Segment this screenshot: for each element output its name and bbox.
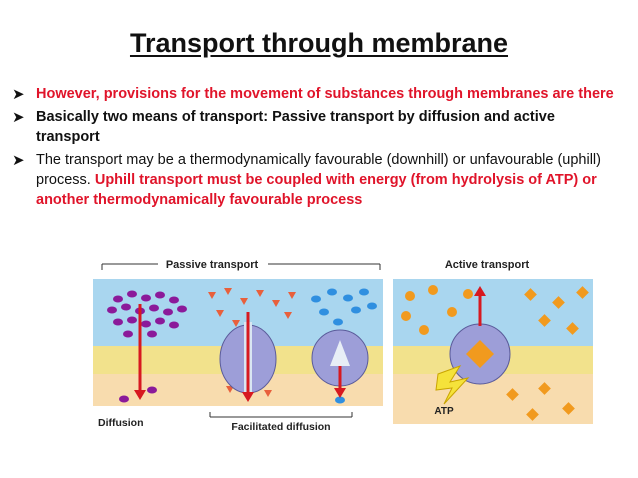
bullet-list: ➤ However, provisions for the movement o… xyxy=(10,84,620,213)
facilitated-diffusion-label: Facilitated diffusion xyxy=(231,421,330,433)
diffusion-molecules xyxy=(107,290,187,403)
purple-molecule xyxy=(155,291,165,299)
purple-molecule xyxy=(107,306,117,314)
purple-molecule xyxy=(141,320,151,328)
purple-molecule xyxy=(147,386,157,394)
arrow-bullet-icon: ➤ xyxy=(12,152,25,169)
purple-molecule xyxy=(127,290,137,298)
blue-molecule xyxy=(351,306,361,314)
purple-molecule xyxy=(127,316,137,324)
diffusion-arrowhead-icon xyxy=(134,390,146,400)
bullet-item: ➤ Basically two means of transport: Pass… xyxy=(10,107,620,147)
blue-molecule xyxy=(335,396,345,404)
diffusion-label: Diffusion xyxy=(98,417,144,429)
orange-molecule xyxy=(401,311,411,321)
red-triangle-molecule xyxy=(232,320,240,327)
carrier-molecules xyxy=(311,288,377,404)
purple-molecule xyxy=(155,317,165,325)
slide-title: Transport through membrane xyxy=(129,28,509,58)
blue-molecule xyxy=(327,288,337,296)
blue-molecule xyxy=(333,318,343,326)
purple-molecule xyxy=(149,304,159,312)
purple-molecule xyxy=(163,308,173,316)
purple-molecule xyxy=(147,330,157,338)
atp-label: ATP xyxy=(434,406,454,417)
orange-molecule xyxy=(428,285,438,295)
purple-molecule xyxy=(177,305,187,313)
purple-molecule xyxy=(141,294,151,302)
carrier-binding-site xyxy=(330,340,350,366)
blue-molecule xyxy=(359,288,369,296)
orange-molecule xyxy=(405,291,415,301)
orange-molecule xyxy=(463,289,473,299)
channel-arrowhead-icon xyxy=(242,392,254,402)
blue-molecule xyxy=(343,294,353,302)
red-triangle-molecule xyxy=(226,386,234,393)
orange-molecule xyxy=(447,307,457,317)
blue-molecule xyxy=(311,295,321,303)
cytoplasm-region xyxy=(393,374,593,424)
red-triangle-molecule xyxy=(208,292,216,299)
transport-diagram: Passive transport Active transport xyxy=(93,259,593,433)
passive-transport-heading: Passive transport xyxy=(166,259,259,271)
red-triangle-molecule xyxy=(264,390,272,397)
carrier-arrowhead-icon xyxy=(334,388,346,398)
bullet-text: However, provisions for the movement of … xyxy=(36,86,614,102)
purple-molecule xyxy=(113,295,123,303)
red-triangle-molecule xyxy=(272,300,280,307)
red-triangle-molecule xyxy=(240,298,248,305)
purple-molecule xyxy=(121,303,131,311)
arrow-bullet-icon: ➤ xyxy=(12,86,25,103)
red-triangle-molecule xyxy=(224,288,232,295)
blue-molecule xyxy=(367,302,377,310)
active-transport-heading: Active transport xyxy=(445,259,530,271)
red-triangle-molecule xyxy=(284,312,292,319)
purple-molecule xyxy=(113,318,123,326)
bullet-item: ➤ The transport may be a thermodynamical… xyxy=(10,150,620,210)
purple-molecule xyxy=(169,321,179,329)
bullet-item: ➤ However, provisions for the movement o… xyxy=(10,84,620,104)
arrow-bullet-icon: ➤ xyxy=(12,109,25,126)
bullet-text-highlight: Uphill transport must be coupled with en… xyxy=(36,172,597,208)
energy-bolt-icon xyxy=(435,365,470,405)
bullet-text: The transport may be a thermodynamically… xyxy=(36,152,601,188)
bullet-text: Basically two means of transport: Passiv… xyxy=(36,109,555,145)
orange-molecule xyxy=(419,325,429,335)
pump-arrowhead-icon xyxy=(474,286,486,296)
red-triangle-molecule xyxy=(288,292,296,299)
blue-molecule xyxy=(319,308,329,316)
red-triangle-molecule xyxy=(256,290,264,297)
red-triangle-molecule xyxy=(216,310,224,317)
purple-molecule xyxy=(169,296,179,304)
pump-bound-molecule xyxy=(466,340,494,368)
facilitated-molecules xyxy=(208,288,296,397)
purple-molecule xyxy=(123,330,133,338)
purple-molecule xyxy=(119,395,129,403)
